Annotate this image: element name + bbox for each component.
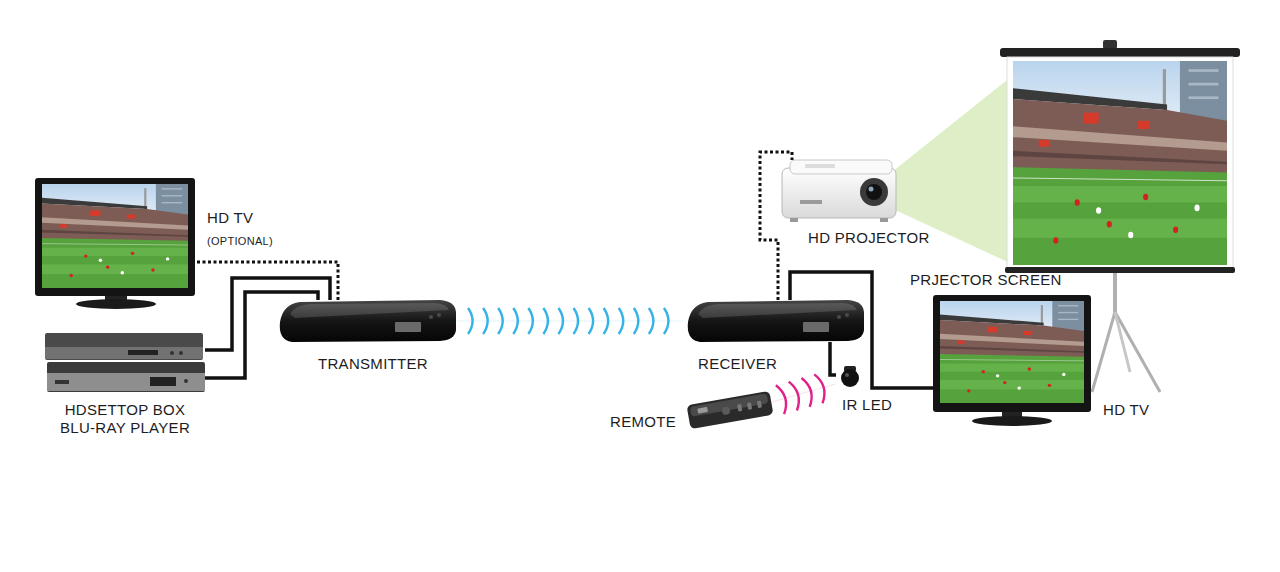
screen-image [1013,61,1227,265]
projector-foot [790,218,798,222]
device-label: (OPTIONAL) [207,235,273,248]
projector-foot [880,218,888,222]
tripod-leg [1092,312,1115,392]
device-label: RECEIVER [698,355,777,373]
device-node: RECEIVER [683,300,865,342]
bluray-body [45,333,203,360]
remote-button [721,406,730,415]
cable-connector [790,272,933,388]
remote-button [737,404,742,412]
device-label: HD PROJECTOR [808,229,930,247]
tripod-pole [1113,273,1117,318]
wireless-signal [772,384,836,402]
bluray-button [170,351,174,355]
remote-button [757,401,762,409]
tv-screen [940,301,1084,403]
tv-base [76,299,156,309]
projector-top [790,160,892,174]
remote-control [687,391,774,429]
device-node: IR LED [836,364,864,386]
screen-surface [1007,57,1233,269]
settop-button [184,379,188,383]
device-label: IR LED [842,396,892,414]
tripod-leg [1115,312,1160,392]
device-node: HD PROJECTOR [780,160,898,222]
settop-body [47,362,205,392]
projector-logo [800,200,822,204]
device-label: HDSETTOP BOX BLU-RAY PLAYER [50,401,200,437]
device-label: TRANSMITTER [318,355,428,373]
tv-screen [42,184,188,288]
device-node: HD TV [933,295,1091,430]
settop-logo [55,380,69,384]
cable-connector [760,152,792,300]
remote-button [697,407,708,414]
settop-display [150,377,176,386]
device-node: TRANSMITTER [275,300,457,342]
bluray-button [179,351,183,355]
tripod-leg [1115,312,1130,372]
cable-connector [830,342,836,375]
device-node: HD TV(OPTIONAL) [35,178,197,306]
settop-front [47,373,205,391]
ir-led-glint [845,373,849,377]
receiver-unit [688,300,864,342]
remote-body [687,391,774,429]
screen-hook [1103,40,1117,49]
ir-led-eye [841,369,859,387]
screen-top-bar [1000,48,1240,57]
tv-base [972,416,1052,426]
device-label: REMOTE [610,413,676,431]
device-node: PRJECTOR SCREEN [1005,48,1237,273]
device-label: PRJECTOR SCREEN [910,271,1062,289]
projector-lens-inner [866,184,882,200]
cable-connector [205,292,318,378]
device-node: REMOTE [688,393,772,423]
projector-body [782,168,896,218]
lens-glint [869,187,874,192]
device-node: HDSETTOP BOX BLU-RAY PLAYER [45,330,205,392]
cable-connector [197,262,338,300]
wireless-signal [457,321,683,322]
device-label: HD TV [207,209,253,227]
projector-panel [805,164,835,168]
bluray-front [45,347,203,359]
tv-bezel [933,295,1091,412]
bluray-display [128,350,158,355]
remote-button [747,402,752,410]
transmitter-unit [280,300,456,342]
device-label: HD TV [1103,401,1149,419]
tv-bezel [35,178,195,296]
remote-top [690,393,769,416]
projector-lens [860,178,888,206]
cable-connector [205,278,330,350]
